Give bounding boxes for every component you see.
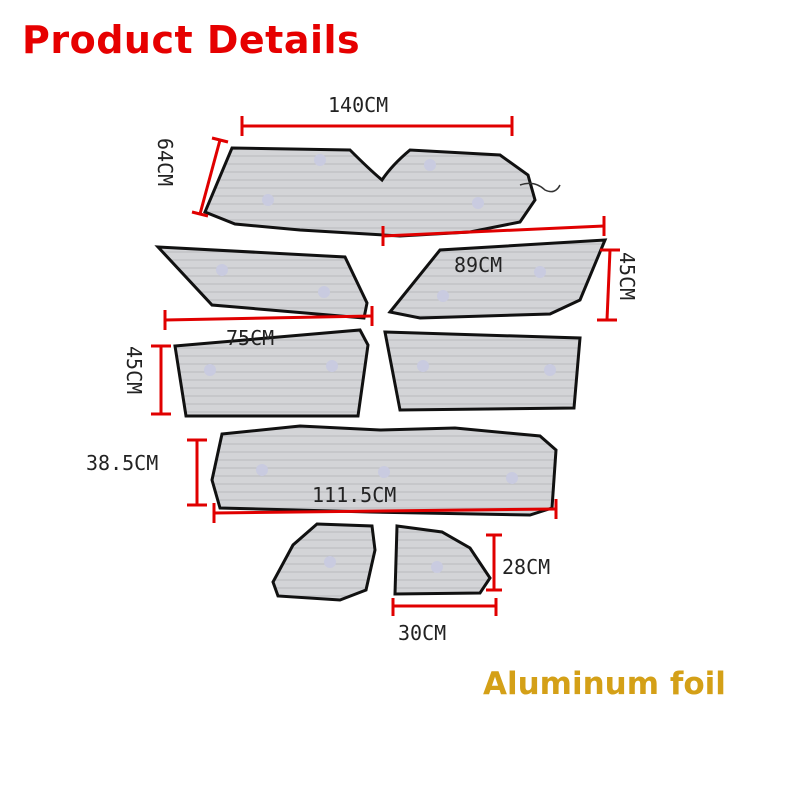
label-front-side-height: 45CM — [615, 252, 639, 300]
panel-windshield — [203, 146, 561, 238]
panel-front-left — [154, 245, 369, 320]
dimension-front-side-height — [597, 248, 620, 322]
label-rear-side-height: 45CM — [122, 346, 146, 394]
material-label: Aluminum foil — [483, 666, 726, 702]
dimension-rear-side-width — [163, 306, 374, 330]
label-quarter-height: 28CM — [502, 555, 550, 579]
page-title: Product Details — [22, 18, 361, 62]
label-windshield-width: 140CM — [328, 93, 388, 117]
dimension-rear-window-height — [187, 438, 207, 507]
dimension-windshield-width — [240, 116, 514, 136]
panel-front-right — [387, 238, 608, 320]
dimension-rear-side-height — [151, 344, 171, 416]
label-rear-window-height: 38.5CM — [86, 451, 158, 475]
panel-rear-left — [173, 328, 370, 418]
panel-rear-window — [210, 424, 558, 517]
dimension-rear-window-width — [212, 499, 558, 523]
label-front-side-width: 89CM — [454, 253, 502, 277]
panel-rear-right — [383, 330, 582, 412]
label-quarter-width: 30CM — [398, 621, 446, 645]
panel-quarter-right — [393, 524, 492, 596]
label-windshield-height: 64CM — [153, 138, 177, 186]
panel-quarter-left — [271, 522, 377, 602]
dimension-windshield-height — [191, 136, 229, 218]
dimension-quarter-width — [391, 598, 498, 616]
label-rear-side-width: 75CM — [226, 326, 274, 350]
dimension-quarter-height — [486, 533, 502, 592]
dimension-front-side-width — [381, 216, 606, 246]
label-rear-window-width: 111.5CM — [312, 483, 396, 507]
